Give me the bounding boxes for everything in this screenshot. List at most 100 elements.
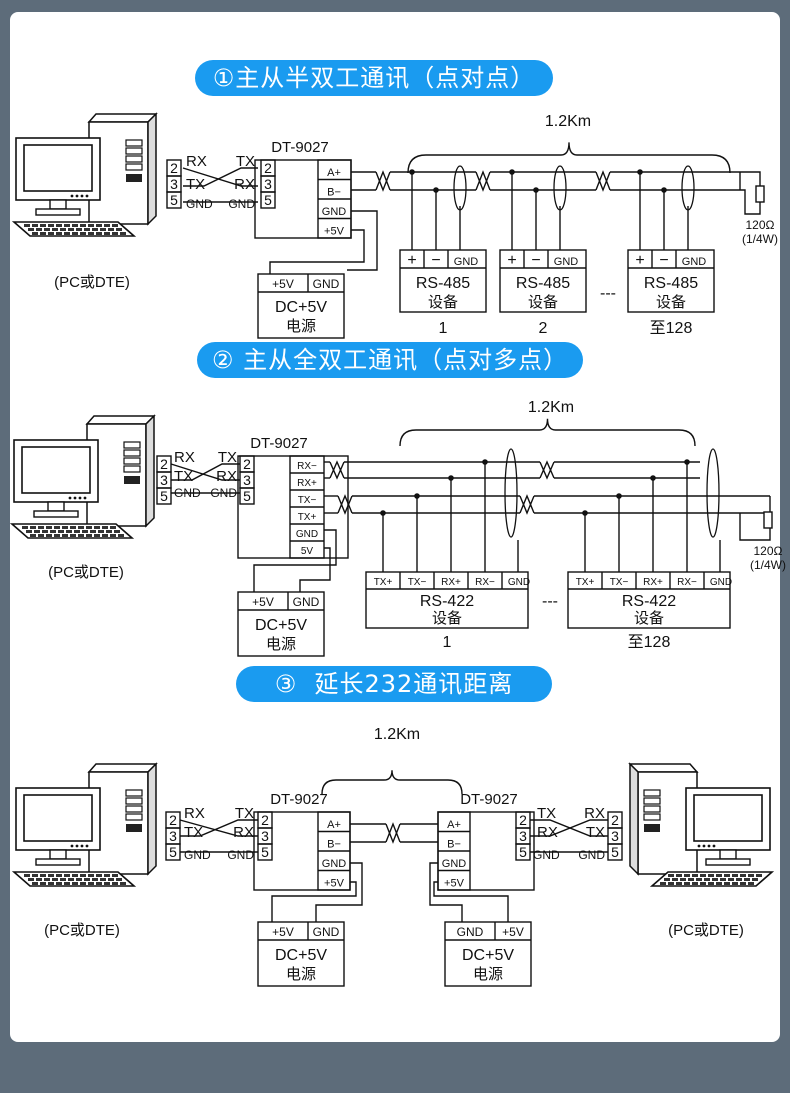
section-3-pc-left-key-0-7 xyxy=(80,874,86,877)
section-1-ellipsis: --- xyxy=(600,285,616,302)
section-3-pc-left-base xyxy=(35,858,81,866)
section-1-device-1-shield xyxy=(553,165,567,211)
section-3-pc-right-key-1-10 xyxy=(672,878,678,881)
section-2-device-0-dot-2 xyxy=(448,475,454,481)
section-2-device-0-sub: 设备 xyxy=(432,610,462,627)
section-1-device-2-name: RS-485 xyxy=(644,275,698,292)
section-2-pc-drive-3 xyxy=(123,465,141,473)
section-1-wire-rx xyxy=(182,167,258,187)
section-2-rx-pair-twist-0-b xyxy=(329,460,345,479)
section-1-device-0-sub: 设备 xyxy=(428,294,458,311)
section-3-left-pc-pins-label-1: 3 xyxy=(169,828,177,844)
section-3-pc-left-key-0-11 xyxy=(112,874,118,877)
section-3-gnd-r1: GND xyxy=(533,848,560,862)
section-3-pc-right-key-0-4 xyxy=(724,874,730,877)
section-3-pc-right-key-1-8 xyxy=(688,878,694,881)
section-3-pc-right-stand xyxy=(719,849,737,860)
section-2-device-1-dot-0 xyxy=(582,510,588,516)
section-3-pc-left-key-2-2 xyxy=(48,882,54,885)
section-2-terminal-3: TX+ xyxy=(298,512,317,523)
section-3-pc-right-key-1-4 xyxy=(720,878,726,881)
section-3-pc-right-key-0-7 xyxy=(700,874,706,877)
section-3-left-wire-rx xyxy=(179,819,258,837)
section-2-pc-key-2-0 xyxy=(30,534,36,537)
section-1-pc-pins-box-2 xyxy=(166,191,182,209)
section-3-tx-l1: TX xyxy=(184,824,203,841)
section-3-rx-l1: RX xyxy=(184,805,205,822)
section-2-terminal-0: RX− xyxy=(297,461,317,472)
section-1-wire-tx xyxy=(183,167,258,187)
section-2-pc-key-1-11 xyxy=(114,530,120,533)
section-2-tx-left: TX xyxy=(174,468,193,485)
section-1-pc-key-2-0 xyxy=(32,232,38,235)
section-3-left-power-left-terminal: +5V xyxy=(272,925,294,939)
section-3-gnd-l2: GND xyxy=(227,848,254,862)
section-1-term-wire-b xyxy=(740,189,761,215)
section-3-pc-right-key-0-11 xyxy=(668,874,674,877)
section-2-tx-pair-twist-0-b xyxy=(337,494,353,514)
section-2-device-1-id: 至128 xyxy=(628,634,671,651)
section-3-pc-left-key-1-1 xyxy=(36,878,42,881)
section-1-device-2-dot-a xyxy=(637,169,643,175)
section-3-pc-right-key-2-11 xyxy=(660,882,666,885)
section-3-pc-right-key-2-1 xyxy=(740,882,746,885)
section-2-pc-key-2-4 xyxy=(62,534,68,537)
section-1-pc-screen xyxy=(23,144,93,192)
section-3-pc-right-key-2-5 xyxy=(708,882,714,885)
section-2-number: ② xyxy=(211,346,235,374)
section-3-pc-right-key-1-2 xyxy=(736,878,742,881)
section-3-gnd-r2: GND xyxy=(578,848,605,862)
section-3-pc-right-key-0-2 xyxy=(740,874,746,877)
section-3-pc-right-key-1-5 xyxy=(712,878,718,881)
section-1-device-1-name: RS-485 xyxy=(516,275,570,292)
section-2-device-1-pin-2: RX+ xyxy=(643,577,663,588)
section-3-left-power-box xyxy=(257,921,345,987)
section-3-right-conv-pins-label-0: 2 xyxy=(519,812,527,828)
section-3-tx-r2: TX xyxy=(586,824,605,841)
section-3-left-pc-pins-label-0: 2 xyxy=(169,812,177,828)
section-2-device-1-pin-4: GND xyxy=(710,577,732,588)
section-2-pc-key-0-11 xyxy=(110,526,116,529)
section-2-tx-pair-twist-1 xyxy=(519,494,535,515)
section-1-bus-twist-1 xyxy=(475,170,491,192)
section-3-title: 延长232通讯距离 xyxy=(314,670,514,698)
section-2-pc-screen xyxy=(21,446,91,494)
section-1-device-2-box xyxy=(627,249,715,313)
section-2-rx-left: RX xyxy=(174,449,195,466)
section-2-pc-key-0-10 xyxy=(102,526,108,529)
section-3-pc-left-stand xyxy=(49,849,67,860)
section-3-right-converter-name: DT-9027 xyxy=(460,791,518,808)
section-1-bus-twist-1-b xyxy=(475,170,491,191)
section-2-terminal-1: RX+ xyxy=(297,478,317,489)
section-2-power-left-terminal: +5V xyxy=(252,595,274,609)
section-3-pc-right-key-1-11 xyxy=(664,878,670,881)
section-2-pc-key-1-1 xyxy=(34,530,40,533)
section-3-pc-left-drive-0 xyxy=(125,789,143,797)
section-1-pc-key-0-1 xyxy=(32,224,38,227)
section-2-pc-key-0-7 xyxy=(78,526,84,529)
section-2-pc-key-0-3 xyxy=(46,526,52,529)
section-3-pc-right-key-0-0 xyxy=(756,874,762,877)
section-2-rx-pair-twist-1 xyxy=(539,460,555,480)
section-1-pc-key-1-3 xyxy=(52,228,58,231)
section-2-device-1-pin-3: RX− xyxy=(677,577,697,588)
section-1-pc-key-0-7 xyxy=(80,224,86,227)
section-3-pc-right-key-1-0 xyxy=(752,878,758,881)
section-3-pc-left-led-2 xyxy=(80,844,84,848)
section-3-left-power-subtitle: 电源 xyxy=(286,966,316,983)
section-2-device-0-dot-3 xyxy=(482,459,488,465)
section-1-power-subtitle: 电源 xyxy=(286,318,316,335)
section-3-pc-right-key-2-10 xyxy=(668,882,674,885)
section-1-bus-twist-2-a xyxy=(595,171,611,192)
section-2-rx-pair-twist-1-b xyxy=(539,460,555,479)
section-1-conv-pins-label-2: 5 xyxy=(264,192,272,208)
section-3-pc-right-base xyxy=(705,858,751,866)
section-2-pc-led-3 xyxy=(83,496,87,500)
section-2-device-1-dot-2 xyxy=(650,475,656,481)
section-3-pc-left-key-0-4 xyxy=(56,874,62,877)
section-2-pc-key-2-2 xyxy=(46,534,52,537)
section-1-pc-label: (PC或DTE) xyxy=(54,274,130,291)
section-3-pc-right-label: (PC或DTE) xyxy=(668,922,744,939)
section-1-pc-led-3 xyxy=(85,194,89,198)
